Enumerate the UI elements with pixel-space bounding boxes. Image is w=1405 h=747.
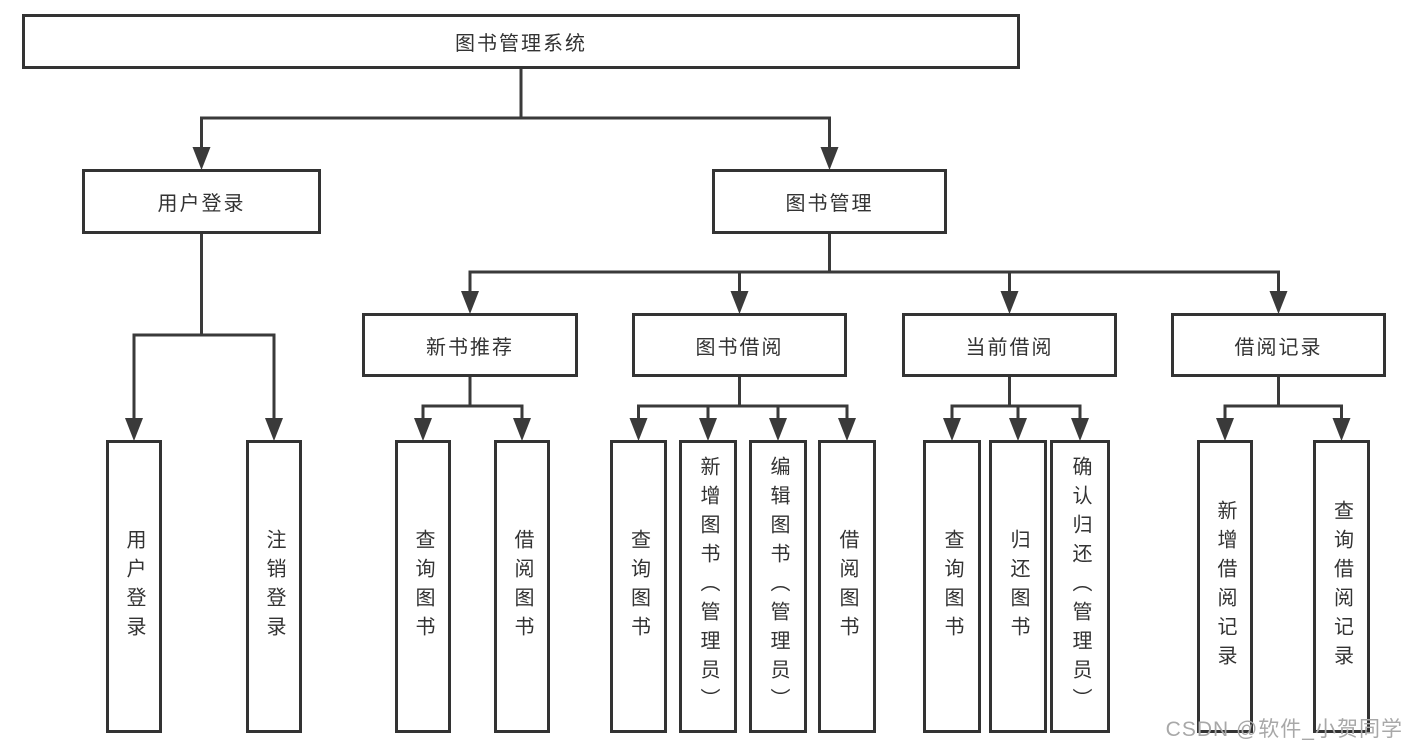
arrowhead-icon	[1216, 418, 1234, 441]
arrowhead-icon	[730, 291, 749, 314]
node-lvl2-book-borrow: 图书借阅	[632, 313, 847, 377]
arrowhead-icon	[1000, 291, 1019, 314]
node-label: 借阅图书	[511, 528, 533, 645]
node-label: 新增借阅记录	[1214, 499, 1236, 674]
arrowhead-icon	[1269, 291, 1288, 314]
node-label: 借阅记录	[1234, 336, 1323, 359]
node-leaf-edit-book: 编辑图书（管理员）	[749, 440, 807, 733]
arrowhead-icon	[1332, 418, 1351, 441]
node-leaf-confirm-return: 确认归还（管理员）	[1050, 440, 1110, 733]
node-label: 新增图书（管理员）	[697, 456, 719, 717]
node-lvl2-new-books: 新书推荐	[362, 313, 578, 377]
node-label: 图书借阅	[695, 336, 784, 359]
arrowhead-icon	[699, 418, 717, 441]
arrowhead-icon	[513, 418, 531, 441]
node-label: 图书管理	[785, 193, 874, 215]
node-label: 注销登录	[263, 528, 285, 645]
node-label: 查询借阅记录	[1330, 499, 1353, 674]
node-leaf-query-borrow-record: 查询借阅记录	[1313, 440, 1370, 733]
node-leaf-user-login: 用户登录	[106, 440, 162, 733]
node-lvl2-borrow-records: 借阅记录	[1171, 313, 1386, 377]
node-leaf-add-book: 新增图书（管理员）	[679, 440, 737, 733]
node-leaf-borrow-books-1: 借阅图书	[494, 440, 550, 733]
node-leaf-query-books-2: 查询图书	[610, 440, 667, 733]
node-label: 借阅图书	[836, 528, 858, 645]
node-lvl1-book-mgmt: 图书管理	[712, 169, 947, 234]
arrowhead-icon	[125, 418, 143, 441]
node-leaf-query-books-1: 查询图书	[395, 440, 451, 733]
arrowhead-icon	[192, 147, 211, 170]
watermark: CSDN @软件_小贺同学	[1165, 718, 1403, 741]
arrowhead-icon	[820, 147, 839, 170]
node-label: 编辑图书（管理员）	[767, 456, 789, 717]
arrowhead-icon	[629, 418, 648, 441]
node-root: 图书管理系统	[22, 14, 1020, 69]
node-label: 用户登录	[123, 528, 145, 645]
node-label: 查询图书	[941, 528, 963, 645]
node-label: 查询图书	[627, 528, 650, 645]
arrowhead-icon	[838, 418, 856, 441]
arrowhead-icon	[461, 291, 479, 314]
node-lvl1-user-login: 用户登录	[82, 169, 321, 234]
node-label: 查询图书	[412, 528, 434, 645]
node-label: 用户登录	[157, 193, 246, 215]
node-leaf-borrow-books-2: 借阅图书	[818, 440, 876, 733]
node-leaf-return-book: 归还图书	[989, 440, 1047, 733]
node-label: 新书推荐	[426, 336, 514, 359]
arrowhead-icon	[1071, 418, 1089, 441]
node-label: 归还图书	[1007, 528, 1029, 645]
arrowhead-icon	[414, 418, 432, 441]
node-label: 当前借阅	[965, 336, 1054, 359]
arrowhead-icon	[265, 418, 283, 441]
node-label: 确认归还（管理员）	[1069, 456, 1091, 717]
arrowhead-icon	[769, 418, 787, 441]
node-leaf-query-books-3: 查询图书	[923, 440, 981, 733]
node-lvl2-current-borrow: 当前借阅	[902, 313, 1117, 377]
node-label: 图书管理系统	[455, 33, 587, 55]
arrowhead-icon	[943, 418, 961, 441]
arrowhead-icon	[1009, 418, 1027, 441]
node-leaf-add-borrow-record: 新增借阅记录	[1197, 440, 1253, 733]
node-leaf-logout: 注销登录	[246, 440, 302, 733]
